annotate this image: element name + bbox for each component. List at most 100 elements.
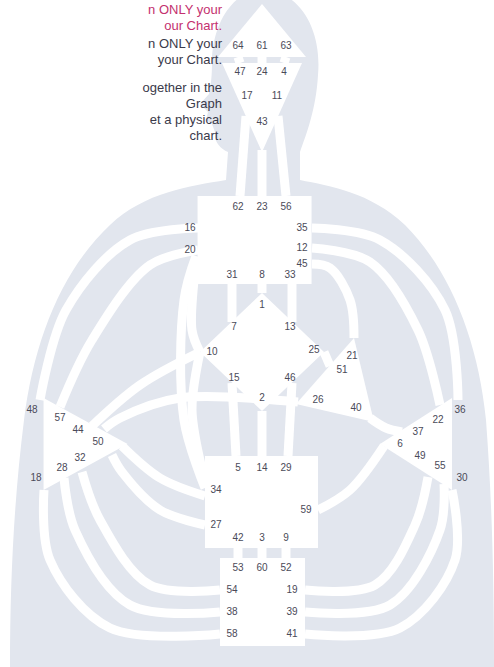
gate-number: 25 [308,345,319,355]
center-shape: 47 24 4 17 11 43 [222,63,302,152]
gate-number: 4 [281,67,287,77]
gate-number: 53 [232,563,243,573]
channel [240,116,246,196]
gate-number: 3 [259,533,265,543]
gate-number: 12 [296,243,307,253]
channel [318,446,384,510]
center-shape: 514293427594239 [205,456,318,548]
gate-number: 15 [228,373,239,383]
channel [258,150,267,196]
channel [370,418,402,432]
center-shape: 1713102515462 [200,293,324,411]
center-fill [44,398,128,490]
channel [305,484,444,613]
gate-number: 61 [256,41,267,51]
gate-number: 49 [414,451,425,461]
gate-number: 58 [226,629,237,639]
gate-number: 35 [296,223,307,233]
channel [258,548,267,558]
gate-number: 50 [92,437,103,447]
gate-number: 44 [72,425,83,435]
gate-number: 54 [226,585,237,595]
gate-number: 1 [259,300,265,310]
body-silhouette [10,0,494,667]
note-text: ogether in the [142,80,222,96]
center-fill [296,338,374,422]
gate-number: 11 [272,91,282,101]
gate-number: 6 [397,439,403,449]
channel [92,352,200,426]
gate-number: 19 [286,585,297,595]
note-text: your Chart. [158,52,222,68]
channel [64,478,220,614]
gate-number: 64 [232,41,243,51]
gate-number: 39 [286,607,297,617]
center-fill [198,196,312,284]
gate-number: 17 [241,91,252,101]
center-fill [218,4,306,57]
note-text: chart. [189,128,222,144]
center-fill [380,398,452,490]
gate-number: 23 [256,202,267,212]
gate-number: 41 [286,629,297,639]
gate-number: 60 [256,563,267,573]
channel [181,256,205,488]
channel [288,284,297,322]
gate-number: 28 [56,463,67,473]
gate-number: 42 [232,533,243,543]
center-shape: 64 61 63 [218,4,306,57]
gate-number: 37 [412,427,423,437]
channel [228,284,237,322]
gate-number: 27 [210,520,221,530]
gate-number: 20 [184,245,195,255]
gate-number: 47 [234,67,245,77]
gate-number: 46 [284,373,295,383]
channel [238,57,240,63]
gate-number: 7 [231,322,237,332]
center-shape: 21512640 [296,338,374,422]
gate-number: 21 [346,351,357,361]
channel [192,352,205,482]
gate-number: 31 [226,270,237,280]
center-fill [200,293,324,411]
channel [258,57,267,63]
gate-number: 63 [280,41,291,51]
gate-number: 22 [432,415,443,425]
note-text: et a physical [150,112,222,128]
gate-number: 43 [256,117,267,127]
gate-number: 10 [206,347,217,357]
gate-number: 16 [184,223,195,233]
channel [112,455,205,525]
gate-number: 2 [259,393,265,403]
gate-number: 52 [280,563,291,573]
gate-number: 24 [256,67,267,77]
channel [258,411,267,456]
gate-number: 59 [300,505,311,515]
center-shape: 622356163520124531833 [182,196,312,284]
gate-number: 5 [235,463,241,473]
channel [324,352,330,366]
center-shape: 536052541938395841 [220,558,305,646]
gate-number: 29 [280,463,291,473]
gate-number: 40 [350,403,361,413]
note-text: our Chart. [164,18,222,34]
gate-number: 30 [456,473,467,483]
gate-number: 36 [454,405,465,415]
channel [234,548,243,558]
gate-number: 55 [434,461,445,471]
gate-number: 51 [336,365,347,375]
channel [258,284,267,293]
channel [278,116,286,196]
channel [305,490,458,636]
gate-number: 48 [26,405,37,415]
gate-number: 45 [296,259,307,269]
gate-number: 57 [54,413,65,423]
center-outline [296,338,374,422]
note-text: Graph [186,96,222,112]
center-fill [205,456,318,548]
note-text: n ONLY your [148,36,222,52]
note-text: n ONLY your [148,2,222,18]
gate-number: 33 [284,270,295,280]
